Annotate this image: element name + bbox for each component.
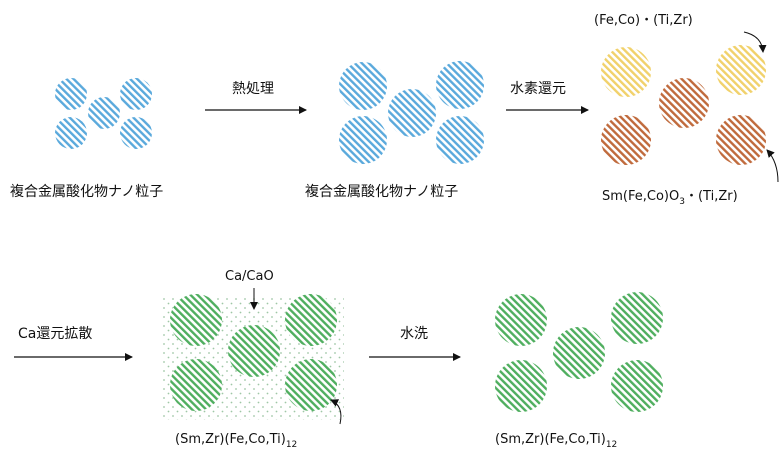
ca-cao-label: Ca/CaO <box>225 269 274 284</box>
blue-particle <box>436 61 484 109</box>
blue-particle <box>339 116 387 164</box>
composite-oxide-label-1: 複合金属酸化物ナノ粒子 <box>10 183 163 200</box>
heat-treatment-label: 熱処理 <box>232 81 274 97</box>
green-particle <box>553 327 605 379</box>
product-1-pointer-arrow <box>330 399 342 425</box>
blue-particle <box>120 78 152 110</box>
brown-particle <box>716 115 766 165</box>
green-particle <box>170 294 222 346</box>
blue-particle <box>88 97 120 129</box>
stage-4-diffused-particles <box>170 294 337 411</box>
green-particle <box>611 360 663 412</box>
stage-3-reduced-particles <box>601 45 766 165</box>
green-particle <box>495 294 547 346</box>
stage-2-grown-particles <box>339 61 484 164</box>
product-label-2: (Sm,Zr)(Fe,Co,Ti)12 <box>495 432 617 450</box>
blue-particle <box>55 78 87 110</box>
green-particle <box>611 292 663 344</box>
green-particle <box>285 294 337 346</box>
hydrogen-reduction-label: 水素還元 <box>510 81 566 97</box>
yellow-particle <box>601 47 651 97</box>
blue-particle <box>436 116 484 164</box>
composite-oxide-label-2: 複合金属酸化物ナノ粒子 <box>305 183 458 200</box>
brown-particle <box>601 115 651 165</box>
fecoti-pointer-arrow <box>743 31 767 53</box>
fecoti-phase-label: (Fe,Co)・(Ti,Zr) <box>594 13 693 28</box>
blue-particle <box>339 62 387 110</box>
stage-1-small-particles <box>55 78 152 149</box>
green-particle <box>285 359 337 411</box>
blue-particle <box>388 89 436 137</box>
blue-particle <box>120 117 152 149</box>
ca-reduction-diffusion-label: Ca還元拡散 <box>18 326 92 342</box>
sm-oxide-pointer-arrow <box>766 149 779 183</box>
green-particle <box>228 325 280 377</box>
yellow-particle <box>716 45 766 95</box>
green-particle <box>495 360 547 412</box>
brown-particle <box>659 78 709 128</box>
product-label-1: (Sm,Zr)(Fe,Co,Ti)12 <box>175 432 297 450</box>
blue-particle <box>55 117 87 149</box>
sm-oxide-phase-label: Sm(Fe,Co)O3・(Ti,Zr) <box>602 189 738 207</box>
green-particle <box>170 359 222 411</box>
water-wash-label: 水洗 <box>400 326 428 342</box>
stage-5-final-particles <box>495 292 663 412</box>
